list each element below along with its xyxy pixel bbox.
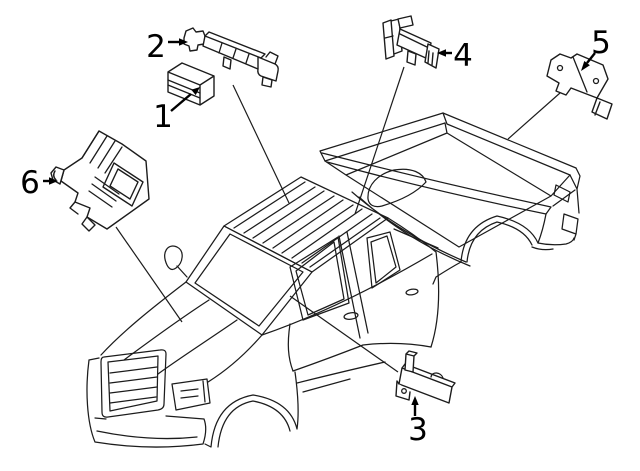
windshield-inner-flange xyxy=(194,233,304,327)
rear-door-seam xyxy=(430,251,440,348)
bed-far-rail xyxy=(442,112,577,176)
side-mirror xyxy=(164,245,188,278)
bed-bulkhead xyxy=(319,112,446,162)
part-6-top-ridges xyxy=(81,130,123,174)
grille xyxy=(100,349,167,418)
part-4-end-block xyxy=(424,43,440,69)
part-6-foot xyxy=(69,201,96,232)
callout-6[interactable]: 6 xyxy=(20,165,58,201)
part-3-hole xyxy=(401,388,407,394)
part-6-vents xyxy=(88,176,120,208)
part-2-right-foot xyxy=(257,51,279,88)
callout-3-arrow-head xyxy=(411,396,419,405)
door-bottom-edges xyxy=(292,342,432,372)
callout-4-label[interactable]: 4 xyxy=(453,38,473,74)
callout-4-arrow-head xyxy=(437,49,446,57)
bed-floor xyxy=(324,122,571,248)
part-5-bed-bracket xyxy=(546,53,613,120)
part-3-antenna-bracket xyxy=(395,350,456,404)
cab-rear-edges xyxy=(351,191,471,267)
hood-creases xyxy=(123,299,238,375)
leader-line-6 xyxy=(115,226,183,323)
part-2-mid-tab xyxy=(222,56,232,70)
truck-cab xyxy=(164,176,440,393)
truck-front-end xyxy=(86,281,299,448)
part-2-segments xyxy=(218,42,250,64)
part-6-control-module xyxy=(50,130,150,232)
rear-door-window xyxy=(366,231,401,289)
callout-2-arrow-head xyxy=(179,38,188,46)
callout-3-label[interactable]: 3 xyxy=(408,412,428,448)
bed-wheel-hump xyxy=(367,168,427,208)
part-4-tab xyxy=(406,50,417,66)
grille-inner xyxy=(107,355,159,412)
front-wheel-arch xyxy=(204,371,299,448)
part-3-boss xyxy=(430,372,444,379)
callout-5[interactable]: 5 xyxy=(581,25,611,71)
part-5-bend-line xyxy=(572,56,588,93)
tail-lamp-pocket xyxy=(561,213,579,241)
leader-line-2 xyxy=(232,84,290,204)
truck-bed xyxy=(319,112,581,285)
callout-1-arrow-head xyxy=(191,87,200,96)
callout-6-label[interactable]: 6 xyxy=(20,165,40,201)
part-1-antenna-module xyxy=(167,62,215,106)
callout-1-label[interactable]: 1 xyxy=(153,99,173,135)
callout-5-arrow-shaft xyxy=(586,52,596,64)
stake-pocket xyxy=(553,184,571,203)
front-door-seam xyxy=(287,323,294,372)
b-pillar xyxy=(338,231,369,339)
leader-line-5 xyxy=(507,92,561,140)
callout-6-arrow-head xyxy=(49,177,58,185)
part-2-rail xyxy=(202,31,266,70)
callout-2-label[interactable]: 2 xyxy=(146,29,166,65)
callout-2[interactable]: 2 xyxy=(146,29,188,65)
leader-line-3 xyxy=(289,295,399,373)
part-2-roof-bracket xyxy=(183,27,279,88)
roof-panel xyxy=(223,176,389,273)
part-3-tab xyxy=(404,350,418,373)
part-3-foot xyxy=(395,380,411,401)
bed-rear-corner xyxy=(537,167,581,244)
part-5-foot xyxy=(591,97,613,120)
bed-near-rail xyxy=(321,152,552,215)
part-3-bar xyxy=(398,363,456,404)
callout-1[interactable]: 1 xyxy=(153,87,200,135)
leader-line-4 xyxy=(354,66,405,215)
truck-body-illustration xyxy=(86,112,581,448)
part-4-roof-bracket-rear xyxy=(382,15,440,69)
rocker-panel xyxy=(296,361,386,393)
front-door-handle xyxy=(343,312,359,320)
callout-3[interactable]: 3 xyxy=(408,396,428,448)
front-door-window xyxy=(289,236,350,321)
grille-slats xyxy=(109,366,158,404)
part-4-cap xyxy=(397,15,414,29)
callout-1-arrow-shaft xyxy=(170,93,192,112)
callout-4[interactable]: 4 xyxy=(437,38,473,74)
part-2-left-foot xyxy=(183,27,206,52)
roof-ribs xyxy=(233,181,381,268)
part-6-connector xyxy=(102,162,144,207)
hood-edges xyxy=(100,281,263,383)
rear-fender xyxy=(432,215,575,285)
rear-door-handle xyxy=(405,288,419,296)
headlight xyxy=(171,378,211,411)
part-5-hole-left xyxy=(556,64,564,72)
callout-5-arrow-head xyxy=(581,61,590,71)
beltline xyxy=(261,253,433,336)
front-bumper xyxy=(86,357,207,448)
leader-lines xyxy=(115,66,561,373)
callout-5-label[interactable]: 5 xyxy=(591,25,611,61)
part-1-body xyxy=(167,62,215,106)
part-5-hole-right xyxy=(592,77,600,85)
